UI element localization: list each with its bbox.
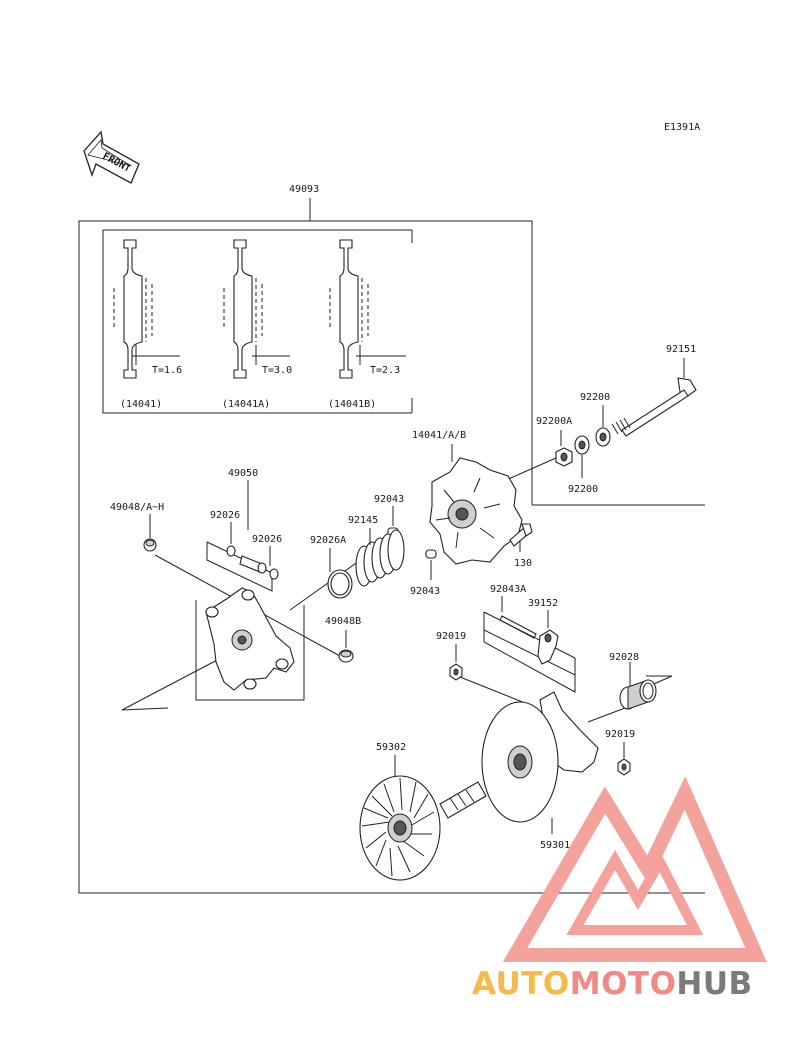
label-92026: 92026 [252,534,282,545]
label-130: 130 [514,558,532,569]
variant-profile-14041a [223,239,290,379]
label-92019: 92019 [436,631,466,642]
label-92151: 92151 [666,344,696,355]
variant-part-number: (14041) [120,399,162,410]
label-92200: 92200 [580,392,610,403]
bushing-92028 [619,662,657,710]
label-92200: 92200 [568,484,598,495]
bushing-92026 [239,546,279,580]
roller-group-frame [483,630,576,693]
variant-part-number: (14041A) [222,399,270,410]
nut-92019 [449,644,463,681]
ring-92026a [327,548,353,599]
label-14041-a-b: 14041/A/B [412,430,466,441]
variant-part-number: (14041B) [328,399,376,410]
diagram-id: E1391A [664,122,700,133]
label-92019: 92019 [605,729,635,740]
label-92145: 92145 [348,515,378,526]
variant-profile-14041 [113,239,180,379]
watermark-word-1: AUTO [472,966,570,1002]
watermark-logo-icon [502,776,767,962]
variant-thickness: T=1.6 [152,365,182,376]
label-92200a: 92200A [536,416,572,427]
watermark-word-3: HUB [676,966,752,1002]
roller-group-frame [483,612,576,676]
bolt-130 [509,523,533,552]
nut-92200a [555,430,573,467]
cap-49048b [338,630,354,663]
fixed-sheave-59302 [359,755,487,881]
cap-49048-a-h [143,514,157,552]
washer-92200 [574,435,590,478]
inset-box [102,229,413,414]
label-49048b: 49048B [325,616,361,627]
label-49050: 49050 [228,468,258,479]
label-39152: 39152 [528,598,558,609]
pin-92043a [499,596,537,639]
movable-sheave-59301 [481,691,599,834]
label-92043: 92043 [410,586,440,597]
variant-profile-14041b [329,239,406,379]
label-92026: 92026 [210,510,240,521]
label-92028: 92028 [609,652,639,663]
bolt-92151 [611,358,697,437]
pin-92026 [226,522,236,557]
spring-92145 [355,528,405,587]
variant-thickness: T=3.0 [262,365,292,376]
variant-thickness: T=2.3 [370,365,400,376]
spider-14041 [429,444,523,565]
assembly-number: 49093 [289,184,319,195]
watermark-word-2: MOTO [570,966,677,1002]
roller-group-frame [483,611,576,659]
pin-92043 [425,549,437,580]
label-59301: 59301 [540,840,570,851]
nut-92019 [617,742,631,776]
label-92043: 92043 [374,494,404,505]
assembly-frame [78,198,705,894]
washer-92200 [595,405,611,447]
label-92026a: 92026A [310,535,346,546]
watermark-text: AUTOMOTOHUB [472,966,753,1002]
label-49048-a-h: 49048/A~H [110,502,164,513]
label-92043a: 92043A [490,584,526,595]
front-arrow-icon: FRONT [83,130,140,184]
roller-39152 [537,610,559,665]
weight-arm-49050 [205,587,295,691]
label-59302: 59302 [376,742,406,753]
